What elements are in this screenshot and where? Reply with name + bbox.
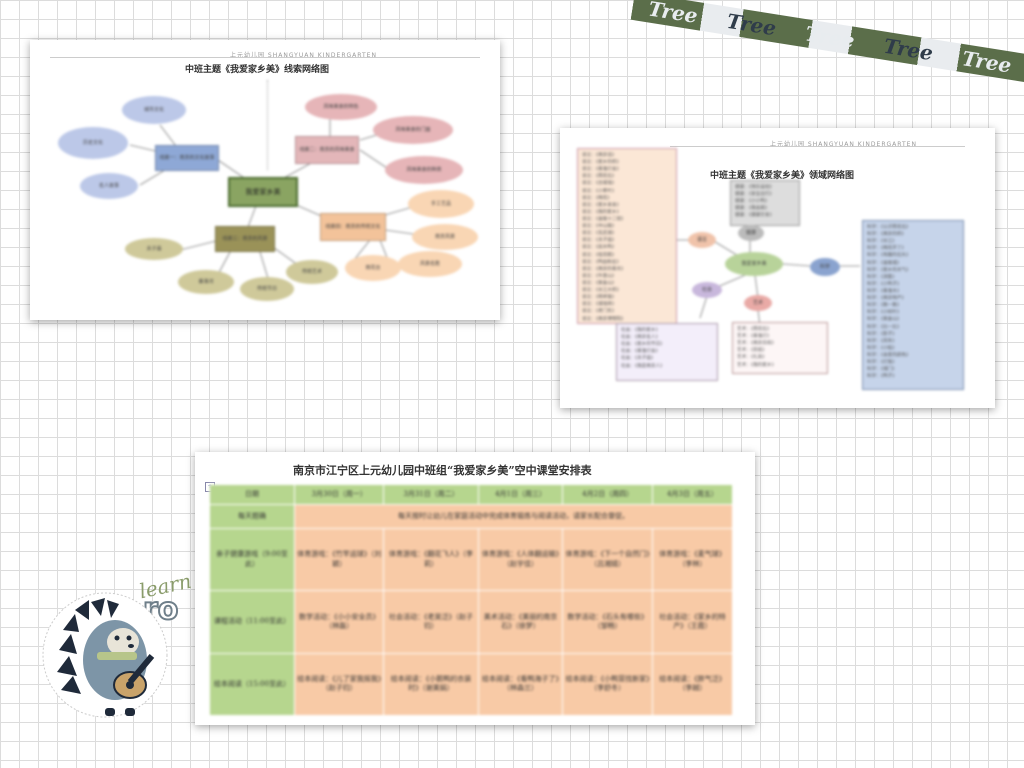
table-header: 日期	[209, 484, 295, 505]
leaf-node: 历史文化	[58, 127, 128, 159]
leaf-node: 风味美食的种类	[385, 156, 463, 184]
kindergarten-header: 上元幼儿园 SHANGYUAN KINDERGARTEN	[230, 52, 377, 59]
table-cell: 绘本阅读：《胖气泛》（李越）	[651, 652, 734, 717]
language-domain-list: 语言：《南京话》语言：《家乡的桥》 语言：《秦淮灯会》语言：《雨花石》 语言：《…	[577, 148, 677, 324]
leaf-node: 雨花台	[345, 255, 401, 281]
table-cell: 数学活动：《石头有哪些》（邹畅）	[562, 590, 653, 654]
table-cell: 绘本阅读：《看鸭海子了》（林森兰）	[477, 652, 564, 717]
leaf-node: 名人故事	[80, 173, 138, 199]
row-label: 亲子健康游戏（9:00至此）	[209, 527, 295, 592]
tape-word: Tree	[960, 46, 1014, 78]
table-cell: 社会活动：《家乡的特产》（王霞）	[651, 590, 734, 654]
diagram-title: 中班主题《我爱家乡美》领域网络图	[710, 171, 855, 181]
domain-map: 语言：《南京话》语言：《家乡的桥》 语言：《秦淮灯会》语言：《雨花石》 语言：《…	[560, 128, 995, 408]
tape-word: Tree	[882, 33, 935, 66]
branch-node-tradition: 线索四：南京的传统文化	[320, 213, 386, 241]
leaf-node: 传统节日	[240, 277, 294, 301]
domain-network-diagram-card: 上元幼儿园 SHANGYUAN KINDERGARTEN 中班主题《我爱家乡美》…	[560, 128, 995, 408]
center-node: 我爱家乡美	[725, 252, 783, 276]
schedule-table: 日期 3月30日（周一） 3月31日（周二） 4月1日（周三） 4月2日（周四）…	[209, 484, 734, 717]
branch-node-culture: 线索一：南京的文化故事	[155, 145, 219, 171]
kindergarten-header: 上元幼儿园 SHANGYUAN KINDERGARTEN	[770, 141, 917, 148]
tape-word: Tree	[803, 21, 857, 53]
hedgehog-guitar-illustration: learn ro	[35, 560, 205, 730]
table-cell: 绘本阅读：《儿了家我摇我》（赵子钧）	[293, 652, 385, 717]
leaf-node: 夫子庙	[125, 238, 183, 260]
mind-map: 我爱家乡美 线索一：南京的文化故事 线索二：南京的风味美食 线索三：南京的风景 …	[30, 40, 500, 320]
table-header: 4月3日（周五）	[651, 484, 734, 505]
social-domain-list: 社会：《我的家乡》社会：《南京名人》 社会：《家乡的节日》社会：《秦淮灯会》 社…	[616, 323, 718, 381]
leaf-node: 风味美食的门面	[373, 116, 453, 144]
diagram-title: 中班主题《我爱家乡美》线索网络图	[185, 65, 330, 75]
table-header: 4月1日（周三）	[477, 484, 564, 505]
table-cell: 美术活动：《美丽的南京石》（徐梦）	[477, 590, 564, 654]
row-label: 课程活动（11:00至此）	[209, 590, 295, 654]
table-header: 4月2日（周四）	[562, 484, 653, 505]
table-header: 3月31日（周二）	[383, 484, 479, 505]
leaf-node: 手工艺品	[408, 190, 474, 218]
leaf-node: 风味美食的特色	[305, 94, 377, 120]
leaf-node: 传统艺术	[286, 260, 338, 284]
branch-node-scenery: 线索三：南京的风景	[215, 226, 275, 252]
schedule-title: 南京市江宁区上元幼儿园中班组“我爱家乡美”空中课堂安排表	[293, 464, 592, 477]
leaf-node: 城市文化	[122, 96, 186, 124]
row-label: 每天题确	[209, 504, 295, 529]
table-cell: 绘本阅读：《小鸭冒找新家》（李舒冬）	[562, 652, 653, 717]
health-domain-list: 健康：《快乐运动》健康：《安全出行》 健康：《小小鸭》健康：《我会跳》 健康：《…	[730, 180, 800, 226]
table-cell: 社会活动：《老吴泛》（赵子钧）	[383, 590, 479, 654]
theme-text: 每天按时让幼儿在家庭活动中完成体育锻炼与阅读活动，请家长配合督促。	[294, 504, 733, 529]
art-domain-list: 艺术：《雨花石》艺术：《秦淮灯》 艺术：《南京白局》艺术：《剪纸》 艺术：《扎染…	[732, 322, 828, 374]
clue-network-diagram-card: 上元幼儿园 SHANGYUAN KINDERGARTEN 中班主题《我爱家乡美》…	[30, 40, 500, 320]
table-cell: 体育游戏：《翻花飞人》（李莉）	[383, 527, 479, 592]
hedgehog-icon	[42, 592, 168, 718]
washi-tape-decoration: Tree Tree Tree Tree Tree	[630, 0, 1024, 87]
center-node: 我爱家乡美	[228, 177, 298, 207]
science-domain-list: 科学：《认识雨花石》科学：《南京的桥》 科学：《长江》科学：《梅花开了》 科学：…	[862, 220, 964, 390]
table-cell: 体育游戏：《人体翻运输》（赵宇佳）	[477, 527, 564, 592]
domain-node-health: 健康	[738, 225, 764, 241]
domain-node-science: 科学	[810, 258, 840, 276]
table-cell: 体育游戏：《竹竿运球》（刘颖）	[293, 527, 385, 592]
leaf-node: 南京风景	[412, 224, 478, 250]
leaf-node: 风景名胜	[398, 251, 462, 277]
domain-node-art: 艺术	[744, 295, 772, 311]
row-label: 绘本阅读（15:00至此）	[209, 652, 295, 717]
branch-node-food: 线索二：南京的风味美食	[295, 136, 359, 164]
table-cell: 体育游戏：《下一个自然门》（吕湘婧）	[562, 527, 653, 592]
tape-word: Tree	[646, 0, 700, 28]
table-cell: 绘本阅读：《小鹅鸭的衣装时》（谢美娟）	[383, 652, 479, 717]
table-header: 3月30日（周一）	[293, 484, 385, 505]
domain-node-social: 社会	[692, 282, 722, 298]
table-cell: 体育游戏：《麦气球》（李林）	[651, 527, 734, 592]
domain-node-language: 语言	[688, 232, 716, 248]
schedule-table-card: 南京市江宁区上元幼儿园中班组“我爱家乡美”空中课堂安排表 + 日期 3月30日（…	[195, 452, 755, 725]
tape-word: Tree	[725, 8, 778, 41]
table-cell: 数学活动：《小小安全员》（林磊）	[293, 590, 385, 654]
leaf-node: 秦淮河	[178, 270, 234, 294]
